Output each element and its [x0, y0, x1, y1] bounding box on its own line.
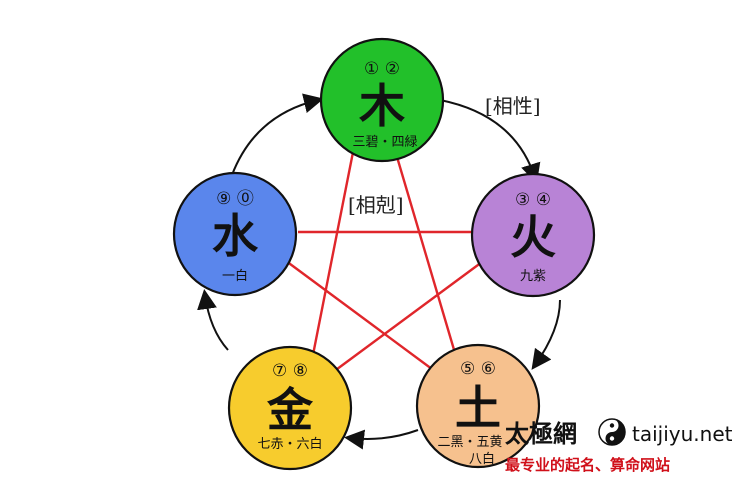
- fire-sub-label: 九紫: [520, 269, 546, 284]
- wood-circle: [319, 37, 445, 163]
- element-fire: ③ ④ 火 九紫: [470, 172, 596, 298]
- metal-numbers: ⑦ ⑧: [272, 361, 308, 381]
- fire-character: 火: [510, 210, 556, 264]
- watermark-site: taijiyu.net: [632, 422, 733, 446]
- star-line-wood-earth: [390, 139, 462, 371]
- earth-numbers: ⑤ ⑥: [460, 359, 496, 379]
- element-metal: ⑦ ⑧ 金 七赤・六白: [227, 345, 353, 471]
- watermark-name: 太極網: [505, 419, 577, 448]
- water-circle: [172, 171, 298, 297]
- earth-sub-label-2: 八白: [469, 451, 495, 467]
- generating-label: [相性]: [485, 94, 541, 118]
- water-character: 水: [212, 209, 259, 263]
- element-water: ⑨ ⓪ 水 一白: [172, 171, 298, 297]
- wood-character: 木: [359, 79, 405, 133]
- arrow-metal-to-water: [197, 289, 229, 351]
- wood-sub-label: 三碧・四緑: [352, 135, 417, 150]
- watermark-slogan: 最专业的起名、算命网站: [505, 456, 670, 474]
- arrow-wood-to-fire: [439, 99, 541, 184]
- metal-circle: [227, 345, 353, 471]
- fire-circle: [470, 172, 596, 298]
- star-line-fire-metal: [324, 261, 483, 379]
- earth-character: 土: [455, 381, 501, 435]
- earth-sub-label: 二黑・五黄: [437, 435, 502, 450]
- site-watermark: 太極網 taijiyu.net 最专业的起名、算命网站: [505, 418, 733, 474]
- wood-numbers: ① ②: [364, 59, 400, 79]
- arrow-fire-to-earth: [531, 299, 561, 370]
- yin-yang-icon: [598, 418, 626, 446]
- arrow-earth-to-metal: [344, 429, 419, 450]
- earth-circle: [415, 343, 541, 469]
- metal-character: 金: [266, 383, 314, 437]
- generating-cycle-arrows: [197, 93, 561, 450]
- metal-sub-label: 七赤・六白: [257, 436, 322, 452]
- controlling-label: [相剋]: [348, 193, 404, 217]
- element-earth: ⑤ ⑥ 土 二黑・五黄 八白: [415, 343, 541, 469]
- star-line-metal-wood: [308, 141, 357, 371]
- controlling-star: [281, 139, 483, 379]
- star-line-earth-water: [281, 257, 441, 376]
- water-numbers: ⑨ ⓪: [216, 189, 254, 209]
- element-wood: ① ② 木 三碧・四緑: [319, 37, 445, 163]
- arrow-water-to-wood: [231, 93, 324, 176]
- water-sub-label: 一白: [222, 268, 248, 284]
- fire-numbers: ③ ④: [515, 190, 551, 210]
